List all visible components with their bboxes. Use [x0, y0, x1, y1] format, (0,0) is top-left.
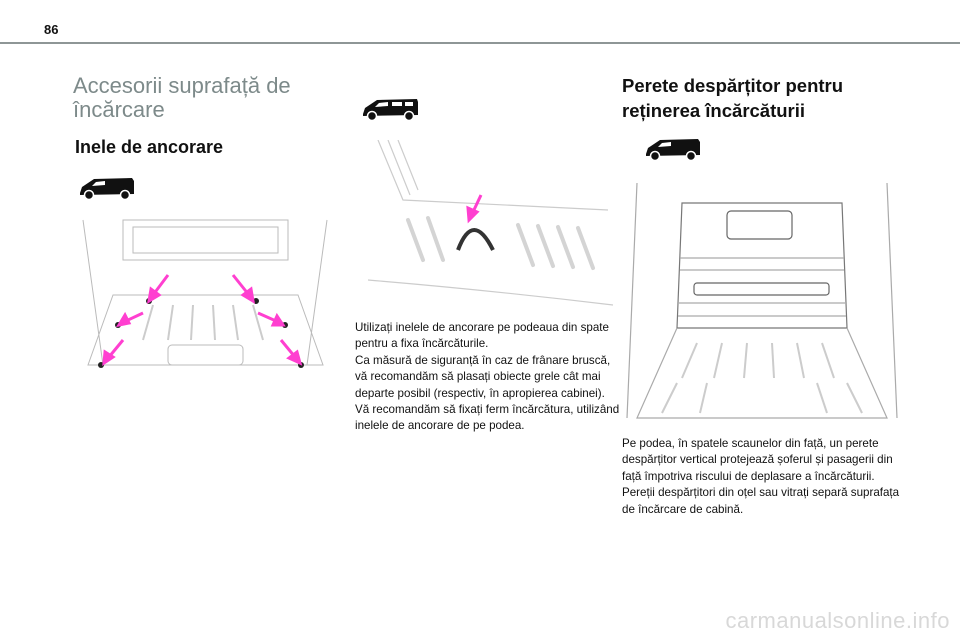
heading-anchor-rings: Inele de ancorare — [75, 137, 224, 157]
cargo-floor-anchor-rings-illustration — [82, 219, 328, 368]
anchor-rings-description: Utilizați inelele de ancorare pe podeaua… — [355, 321, 620, 433]
heading-load-retaining-partition: Perete despărțitor pentru reținerea încă… — [622, 75, 844, 121]
watermark: carmanualsonline.info — [725, 608, 950, 633]
combi-van-icon — [363, 99, 418, 122]
partition-wall-illustration — [626, 182, 898, 419]
header-divider — [0, 42, 960, 44]
page-number: 86 — [44, 22, 59, 37]
section-title: Accesorii suprafață de încărcare — [73, 73, 291, 122]
panel-van-icon — [646, 139, 700, 162]
anchor-ring-closeup-illustration — [368, 140, 614, 306]
panel-van-icon — [80, 178, 134, 201]
partition-description: Pe podea, în spatele scaunelor din față,… — [622, 437, 900, 516]
